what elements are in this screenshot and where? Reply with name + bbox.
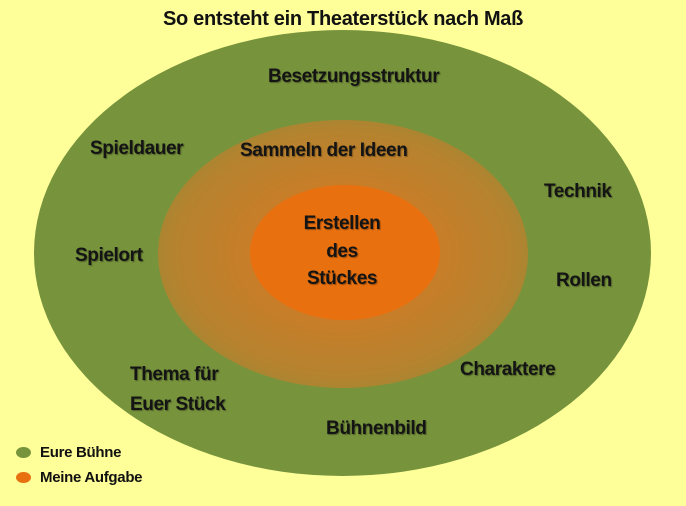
diagram-title: So entsteht ein Theaterstück nach Maß — [162, 8, 524, 30]
label-besetzungsstruktur: Besetzungsstruktur — [268, 66, 440, 87]
label-thema-line2: Euer Stück — [130, 394, 226, 415]
center-label-line3: Stückes — [306, 268, 378, 290]
label-spieldauer: Spieldauer — [90, 138, 184, 159]
legend-label: Meine Aufgabe — [40, 469, 143, 486]
legend-item-eure-buehne: Eure Bühne — [16, 444, 121, 461]
label-rollen: Rollen — [556, 270, 612, 291]
center-label-line1: Erstellen — [303, 213, 381, 234]
label-thema-line1: Thema für — [130, 364, 219, 385]
center-label-line2: des — [326, 240, 358, 262]
label-sammeln-der-ideen: Sammeln der Ideen — [240, 140, 408, 161]
green-dot-icon — [16, 447, 31, 458]
label-buehnenbild: Bühnenbild — [326, 418, 427, 439]
orange-dot-icon — [16, 472, 31, 483]
inner-ellipse-meine-aufgabe — [250, 185, 440, 320]
label-charaktere: Charaktere — [460, 359, 556, 380]
legend-item-meine-aufgabe: Meine Aufgabe — [16, 469, 143, 486]
label-spielort: Spielort — [75, 245, 143, 266]
center-label: Erstellen des Stückes — [282, 210, 402, 293]
label-technik: Technik — [544, 181, 612, 202]
legend-label: Eure Bühne — [40, 444, 122, 461]
